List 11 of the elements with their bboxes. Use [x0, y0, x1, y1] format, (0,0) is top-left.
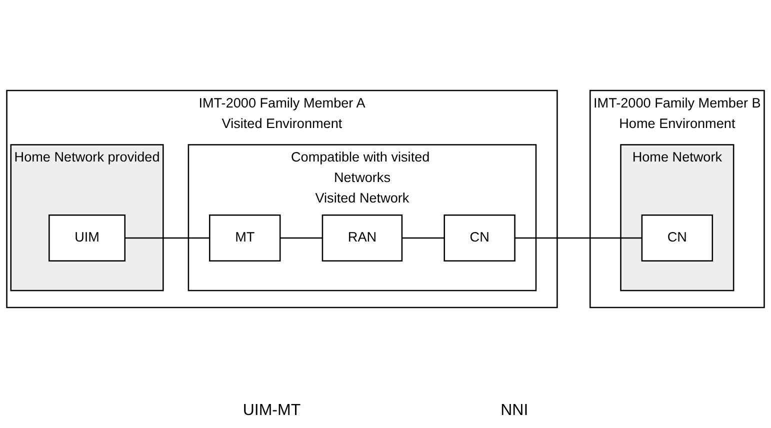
connector	[124, 237, 210, 239]
node-box: UIM	[48, 214, 126, 262]
connector	[280, 237, 322, 239]
reference-point-label: NNI	[500, 402, 528, 420]
node-box: MT	[209, 214, 281, 262]
reference-point-label: UIM-MT	[242, 402, 301, 420]
node-box: CN	[444, 214, 516, 262]
connector	[514, 237, 642, 239]
node-box: CN	[641, 214, 714, 262]
connector	[402, 237, 444, 239]
node-box: RAN	[322, 214, 403, 262]
